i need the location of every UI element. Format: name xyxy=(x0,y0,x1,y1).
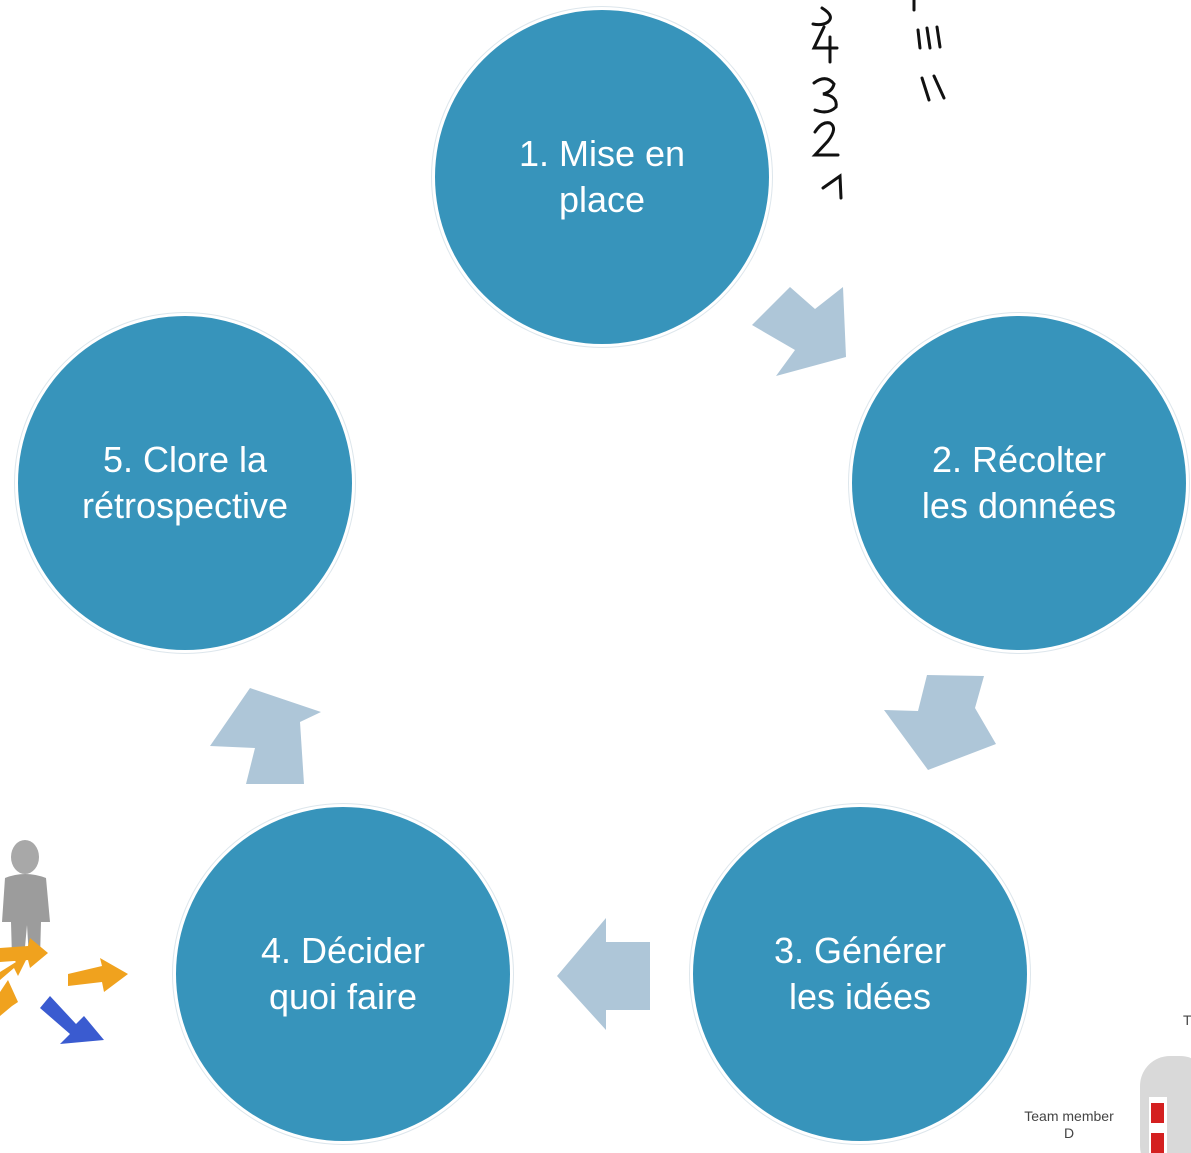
step-4-line1: 4. Décider xyxy=(260,930,426,971)
step-3-circle: 3. Générer les idées xyxy=(693,807,1027,1141)
step-3-line2: les idées xyxy=(788,976,932,1017)
arrow-4-to-5 xyxy=(210,688,321,784)
team-member-label-line2: D xyxy=(1063,1125,1075,1141)
step-1-circle: 1. Mise en place xyxy=(435,10,769,344)
arrow-1-to-2 xyxy=(752,287,846,376)
step-5-circle: 5. Clore la rétrospective xyxy=(18,316,352,650)
step-4-label: 4. Décider quoi faire xyxy=(261,928,425,1020)
step-2-line1: 2. Récolter xyxy=(931,439,1107,480)
step-4-line2: quoi faire xyxy=(268,976,418,1017)
partial-team-panel xyxy=(1140,1056,1191,1153)
arrow-2-to-3 xyxy=(884,675,996,770)
step-2-circle: 2. Récolter les données xyxy=(852,316,1186,650)
step-5-line1: 5. Clore la xyxy=(102,439,268,480)
step-3-line1: 3. Générer xyxy=(773,930,947,971)
step-5-line2: rétrospective xyxy=(81,485,289,526)
team-member-label: Team member D xyxy=(1010,1108,1128,1142)
arrow-3-to-4 xyxy=(557,918,650,1030)
team-member-label-line1: Team member xyxy=(1024,1108,1114,1124)
step-4-circle: 4. Décider quoi faire xyxy=(176,807,510,1141)
step-2-label: 2. Récolter les données xyxy=(922,437,1116,529)
step-2-line2: les données xyxy=(921,485,1117,526)
step-3-label: 3. Générer les idées xyxy=(774,928,946,1020)
step-1-line2: place xyxy=(558,179,646,220)
step-1-label: 1. Mise en place xyxy=(519,131,685,223)
person-arrows-icon xyxy=(0,840,128,1044)
partial-panel-cut-letter: T xyxy=(1183,1012,1191,1028)
handwritten-tally xyxy=(811,0,946,200)
step-5-label: 5. Clore la rétrospective xyxy=(82,437,288,529)
step-1-line1: 1. Mise en xyxy=(518,133,686,174)
